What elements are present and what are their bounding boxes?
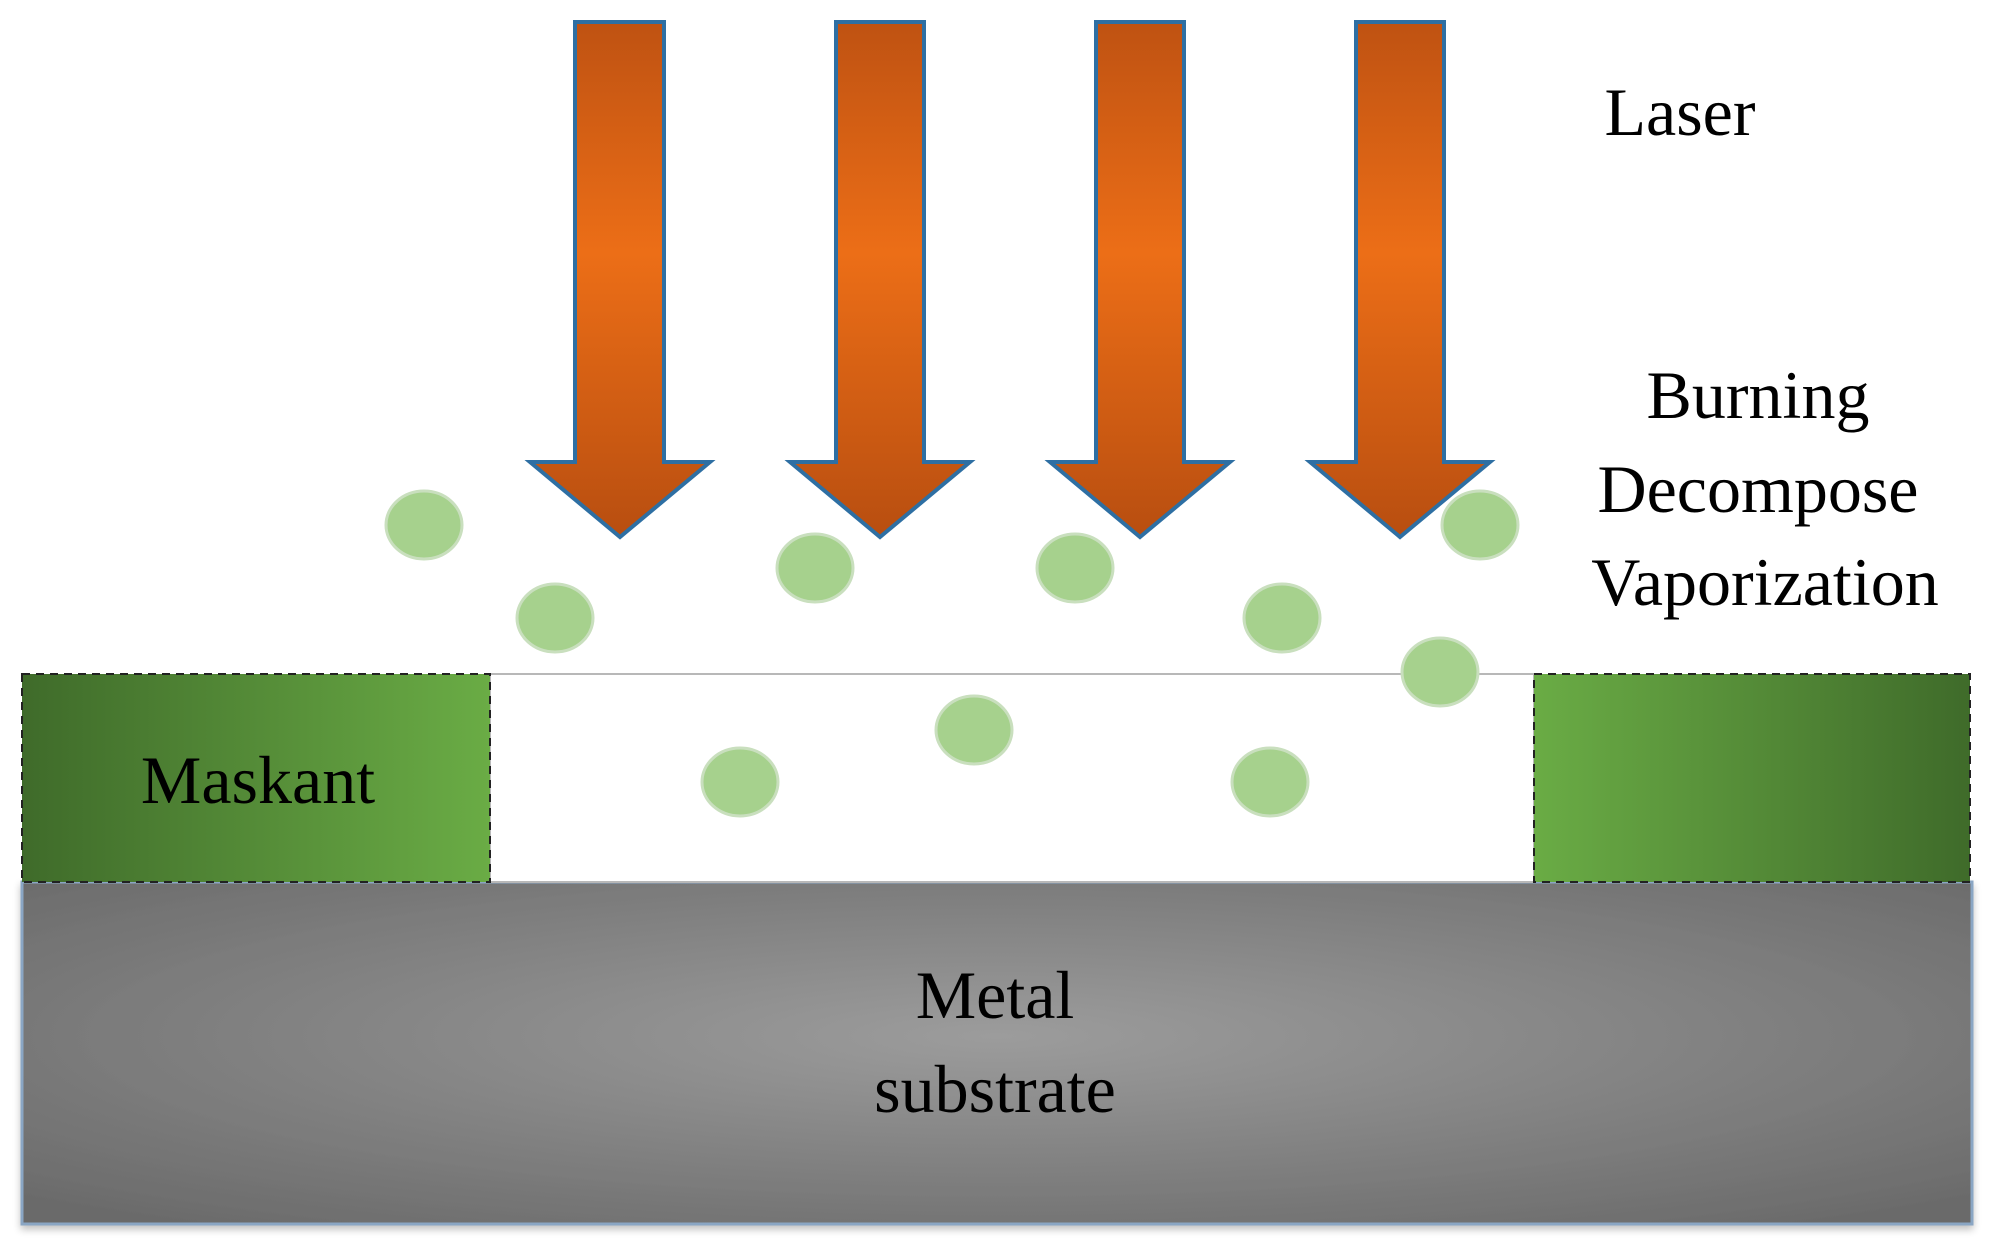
down-arrow-icon (1304, 20, 1496, 540)
particle-icon (1440, 489, 1520, 561)
laser-arrows (524, 20, 1496, 540)
maskant-right (1533, 673, 1971, 883)
particle-icon (934, 694, 1014, 766)
particle-icon (515, 582, 595, 654)
particle-icon (1230, 746, 1310, 818)
ablated-cavity (489, 673, 1535, 883)
particle-icon (775, 532, 855, 604)
maskant-label: Maskant (141, 742, 375, 818)
particles (384, 489, 1520, 818)
down-arrow-icon (784, 20, 976, 540)
particle-icon (1400, 636, 1480, 708)
down-arrow-icon (1044, 20, 1236, 540)
metal-substrate (20, 880, 1974, 1226)
laser-label: Laser (1604, 74, 1755, 150)
maskant-left (21, 673, 491, 883)
substrate-label-line2: substrate (874, 1051, 1116, 1127)
particle-icon (700, 746, 780, 818)
process-label-burning: Burning (1647, 357, 1870, 433)
down-arrow-icon (524, 20, 716, 540)
particle-icon (384, 489, 464, 561)
substrate-label-line1: Metal (916, 957, 1075, 1033)
process-label-vaporization: Vaporization (1591, 544, 1938, 620)
process-label-decompose: Decompose (1597, 451, 1918, 527)
particle-icon (1242, 582, 1322, 654)
particle-icon (1035, 532, 1115, 604)
